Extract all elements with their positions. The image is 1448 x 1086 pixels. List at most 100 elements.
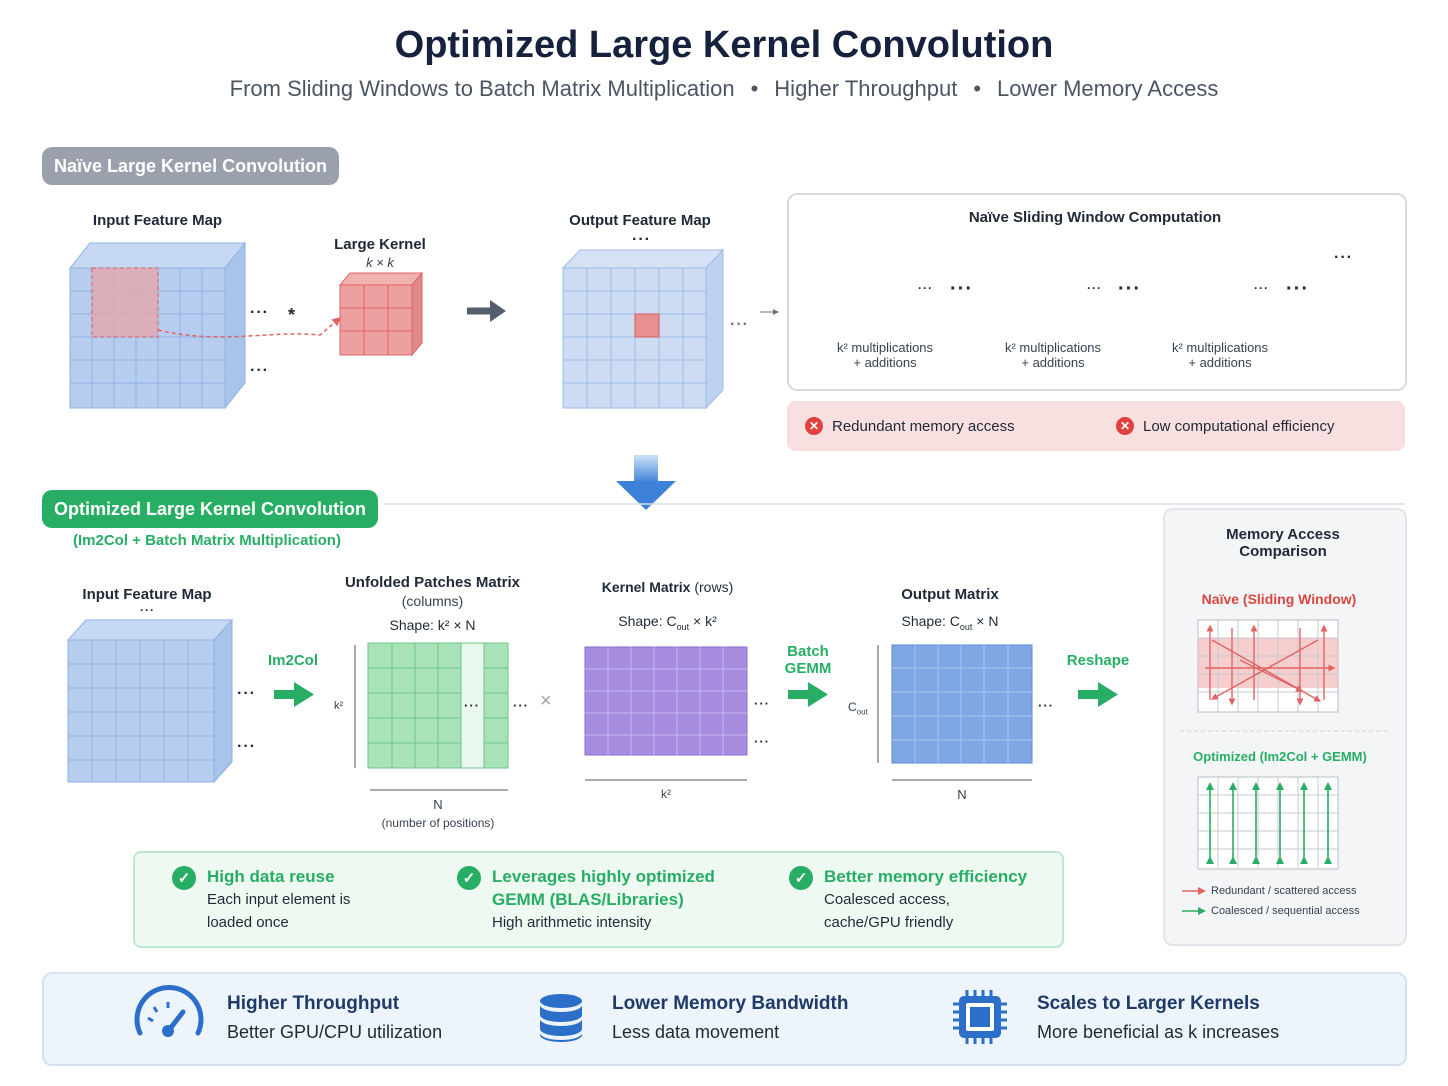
check-icon: ✓ [457, 866, 481, 890]
im2col-label: Im2Col [267, 652, 318, 669]
naive-flow-arrowhead [490, 300, 506, 322]
reshape-arrow [1078, 682, 1118, 707]
kernel-matrix-shape: Shape: Cout × k² [585, 613, 750, 632]
legend-green-text: Coalesced / sequential access [1211, 905, 1360, 917]
benefit-text: cache/GPU friendly [824, 914, 954, 931]
ellipsis: ··· [237, 685, 256, 702]
page-subtitle: From Sliding Windows to Batch Matrix Mul… [0, 76, 1448, 102]
opt-input-cube [66, 618, 234, 784]
memory-title-line2: Comparison [1239, 543, 1327, 560]
benefits-box [133, 851, 1064, 948]
unfolded-cols-label: N [433, 797, 443, 812]
naive-computation-panel [787, 193, 1407, 391]
rows-subscript: out [856, 707, 868, 717]
step-2-caption: k² multiplications+ additions [983, 340, 1123, 370]
kernel-matrix-title-text: Kernel Matrix [601, 579, 691, 595]
benefit-heading: Better memory efficiency [824, 867, 1028, 886]
output-rows-label: Cout [848, 700, 868, 716]
benefit-text: Coalesced access, [824, 891, 950, 908]
shape-tail: × k² [689, 613, 717, 629]
kernel-cols-label: k² [661, 787, 671, 801]
subtitle-part-3: Lower Memory Access [997, 76, 1219, 101]
step-caption-line2: + additions [853, 355, 917, 370]
warning-redundant-access: ✕Redundant memory access [805, 417, 1015, 435]
footer-item-bandwidth: Lower Memory Bandwidth Less data movemen… [612, 993, 848, 1043]
footer-item-scaling: Scales to Larger Kernels More beneficial… [1037, 993, 1279, 1043]
ellipsis: ··· [632, 231, 651, 248]
ellipsis: ··· [1254, 281, 1269, 295]
optimized-access-label: Optimized (Im2Col + GEMM) [1193, 749, 1367, 764]
footer-text: Less data movement [612, 1022, 780, 1042]
page-title: Optimized Large Kernel Convolution [394, 24, 1054, 66]
footer-item-throughput: Higher Throughput Better GPU/CPU utiliza… [227, 993, 442, 1043]
subtitle-separator: • [750, 76, 759, 101]
naive-panel-title: Naïve Sliding Window Computation [968, 209, 1222, 226]
footer-heading: Lower Memory Bandwidth [612, 993, 849, 1014]
benefit-heading: GEMM (BLAS/Libraries) [492, 890, 684, 909]
ellipsis: ··· [950, 278, 973, 300]
benefit-heading: High data reuse [207, 867, 335, 886]
naive-kernel-size: k × k [366, 255, 394, 270]
optimized-section-sub: (Im2Col + Batch Matrix Multiplication) [73, 532, 341, 549]
shape-subscript: out [959, 621, 973, 632]
subtitle-part-2: Higher Throughput [774, 76, 958, 101]
unfolded-title: Unfolded Patches Matrix [344, 574, 521, 591]
ellipsis: ··· [513, 698, 529, 713]
step-3-caption: k² multiplications+ additions [1150, 340, 1290, 370]
shape-tail: × N [972, 613, 999, 629]
speedometer-icon [134, 984, 204, 1037]
naive-input-label: Input Feature Map [92, 212, 223, 229]
kernel-link-arrow [157, 317, 342, 338]
subtitle-part-1: From Sliding Windows to Batch Matrix Mul… [229, 76, 735, 101]
naive-access-grid [1197, 619, 1339, 713]
ellipsis: ··· [250, 304, 269, 321]
benefit-text: High arithmetic intensity [492, 914, 652, 931]
ellipsis: ··· [140, 603, 155, 617]
kernel-matrix-title-sub: (rows) [694, 579, 734, 595]
output-cols-label: N [957, 787, 967, 802]
legend-red-text: Redundant / scattered access [1211, 885, 1357, 897]
ellipsis: ··· [918, 281, 933, 295]
benefit-text: loaded once [207, 914, 289, 931]
ellipsis: ··· [754, 696, 770, 711]
step-caption-line2: + additions [1021, 355, 1085, 370]
benefit-heading: Leverages highly optimized [492, 867, 715, 886]
opt-input-label: Input Feature Map [82, 586, 212, 603]
rows-prefix: C [848, 700, 857, 714]
step-caption-line1: k² multiplications [1171, 340, 1269, 355]
naive-section-label: Naïve Large Kernel Convolution [42, 147, 340, 185]
reshape-label: Reshape [1066, 652, 1130, 669]
gemm-label-line1: Batch [787, 643, 829, 660]
gemm-arrow [788, 682, 828, 707]
ellipsis: ··· [1038, 698, 1054, 713]
naive-input-cube [68, 241, 247, 410]
ellipsis: ··· [464, 698, 480, 713]
ellipsis: ··· [730, 316, 749, 333]
footer-heading: Higher Throughput [227, 993, 400, 1014]
unfolded-rows-label: k² [334, 700, 344, 712]
optimized-section-label: Optimized Large Kernel Convolution [42, 490, 379, 528]
chip-icon [953, 990, 1007, 1044]
unfolded-cols-sub: (number of positions) [381, 816, 495, 830]
output-matrix [877, 644, 1033, 781]
unfolded-matrix [354, 642, 509, 791]
footer-text: More beneficial as k increases [1037, 1022, 1280, 1042]
naive-kernel-cube [338, 271, 424, 357]
memory-title-line1: Memory Access [1226, 526, 1340, 543]
gemm-label-line2: GEMM [784, 660, 832, 677]
transform-down-arrow [616, 455, 676, 510]
ellipsis: ··· [1118, 278, 1141, 300]
im2col-arrow [274, 682, 314, 707]
ellipsis: ··· [754, 734, 770, 749]
multiply-symbol: × [540, 690, 552, 712]
ellipsis: ··· [250, 362, 269, 379]
kernel-matrix-title: Kernel Matrix (rows) [585, 579, 750, 595]
step-caption-line1: k² multiplications [836, 340, 934, 355]
unfolded-shape: Shape: k² × N [389, 617, 476, 633]
ellipsis: ··· [1087, 281, 1102, 295]
unfolded-sub: (columns) [401, 593, 464, 609]
database-icon [540, 994, 582, 1042]
shape-prefix: Shape: C [618, 613, 677, 629]
